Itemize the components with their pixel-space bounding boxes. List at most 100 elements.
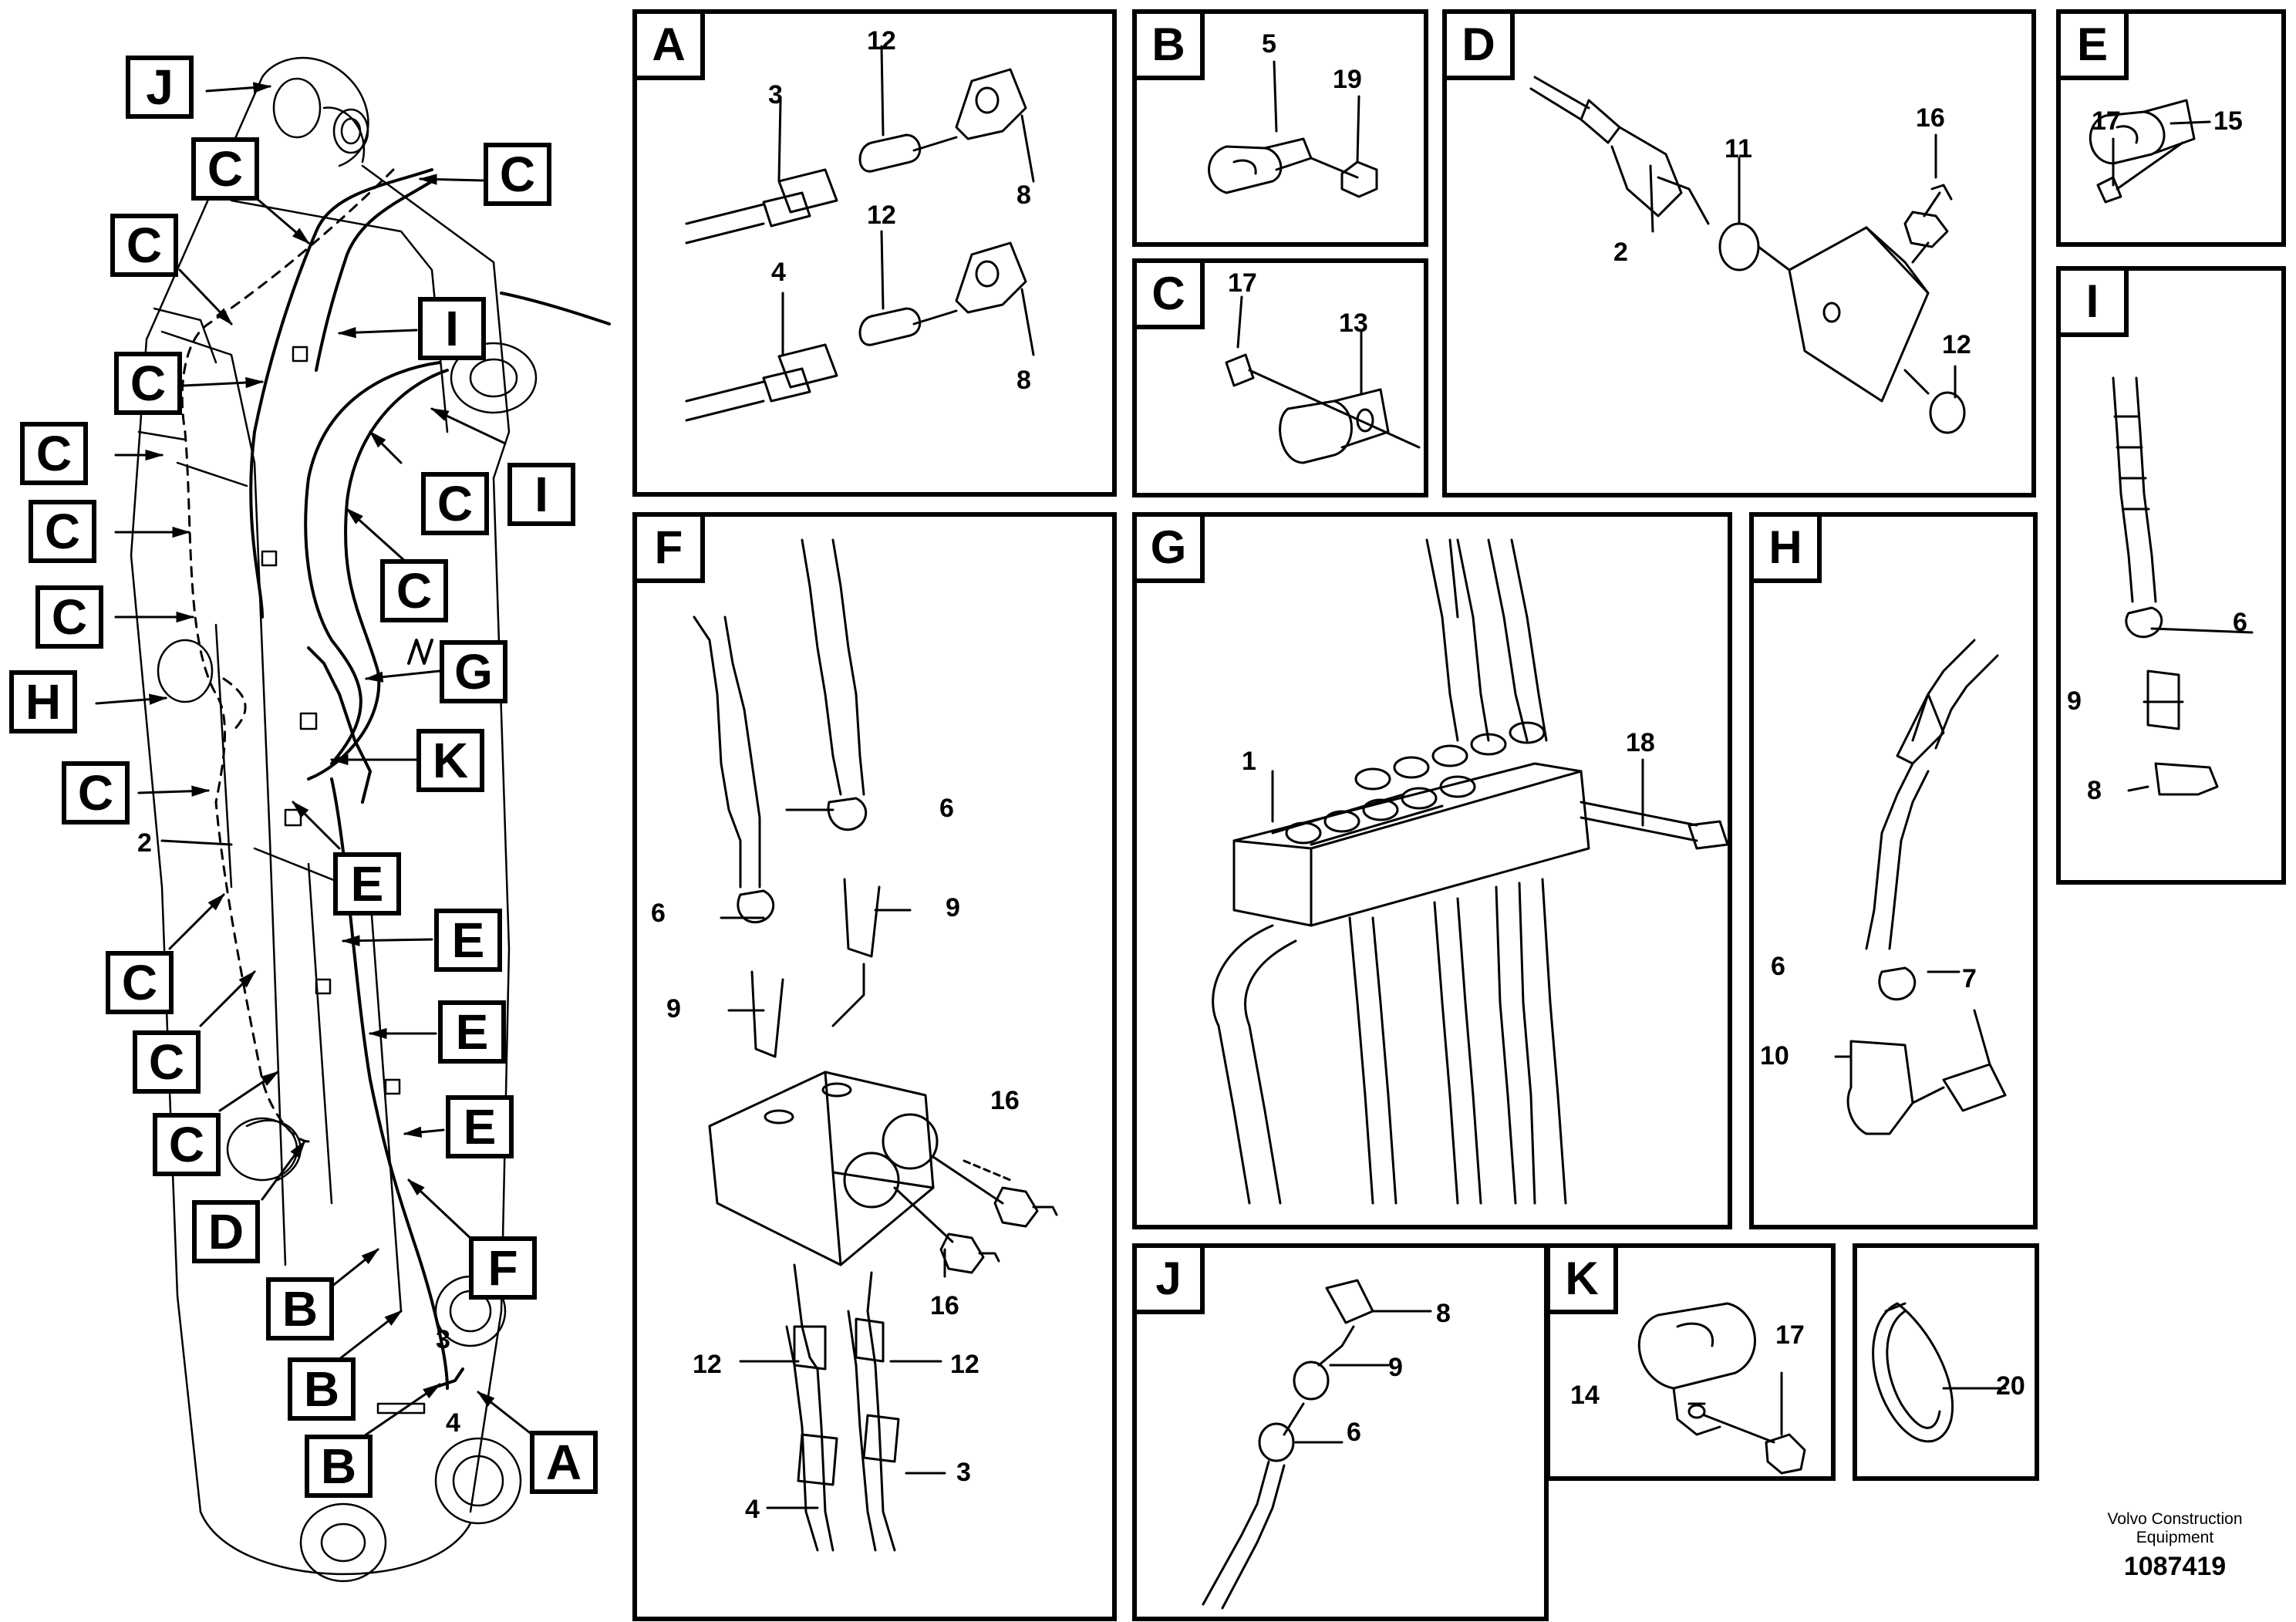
panel-e-part-17: 17 <box>2092 106 2121 136</box>
callout-g: G <box>440 640 507 703</box>
panel-c-part-13: 13 <box>1339 309 1368 338</box>
panel-c-part-17: 17 <box>1228 268 1257 298</box>
panel-c-parts <box>1225 295 1421 464</box>
detail-panel-g: G <box>1132 512 1732 1229</box>
panel-i-part-6: 6 <box>2233 608 2247 637</box>
excavator-arm-drawing <box>130 56 538 1583</box>
brand-line-1: Volvo Construction <box>2107 1510 2243 1528</box>
panel-h-label: H <box>1754 517 1822 583</box>
detail-panel-d: D <box>1442 9 2036 497</box>
callout-b-3: B <box>305 1435 373 1498</box>
panel-b-part-5: 5 <box>1262 29 1276 59</box>
callout-c-10: C <box>62 761 130 824</box>
panel-k-part-17: 17 <box>1775 1320 1805 1350</box>
callout-c-1: C <box>191 137 259 201</box>
overview-number-3: 3 <box>436 1325 450 1354</box>
callout-h: H <box>9 670 77 733</box>
dashed-hose-lines <box>180 168 395 1143</box>
panel-i-part-8: 8 <box>2087 776 2102 805</box>
detail-panel-cable-tie <box>1853 1243 2039 1481</box>
panel-h-part-10: 10 <box>1760 1041 1789 1071</box>
panel-g-parts <box>1212 538 1729 1205</box>
brand-block: Volvo Construction Equipment 1087419 <box>2082 1510 2267 1582</box>
callout-c-3: C <box>110 214 178 277</box>
callout-c-7: C <box>35 585 103 649</box>
panel-h-part-7: 7 <box>1962 964 1977 993</box>
callout-e-2: E <box>434 909 502 972</box>
callout-e-4: E <box>446 1095 514 1158</box>
panel-k-part-14: 14 <box>1570 1381 1600 1410</box>
panel-j-part-9: 9 <box>1388 1353 1403 1382</box>
callout-c-8: C <box>421 472 489 535</box>
detail-panel-k: K <box>1546 1243 1836 1481</box>
panel-c-label: C <box>1137 263 1205 329</box>
callout-f: F <box>469 1236 537 1300</box>
callout-c-9: C <box>380 559 448 622</box>
panel-j-label: J <box>1137 1248 1205 1314</box>
panel-b-part-19: 19 <box>1333 65 1362 94</box>
panel-a-part-3: 3 <box>768 80 783 110</box>
brand-line-2: Equipment <box>2136 1529 2214 1546</box>
panel-i-parts <box>2112 376 2254 796</box>
callout-c-5: C <box>20 422 88 485</box>
panel-d-part-16: 16 <box>1916 103 1945 133</box>
panel-a-part-4: 4 <box>771 258 786 287</box>
panel-f-part-16-bottom: 16 <box>930 1291 959 1320</box>
callout-c-12: C <box>133 1030 201 1094</box>
panel-i-label: I <box>2061 271 2129 337</box>
callout-a: A <box>530 1431 598 1494</box>
detail-panel-h: H <box>1749 512 2038 1229</box>
detail-panel-a: A <box>632 9 1117 497</box>
panel-f-part-3: 3 <box>956 1458 971 1487</box>
panel-i-part-9: 9 <box>2067 686 2082 716</box>
detail-panel-b: B <box>1132 9 1428 247</box>
callout-b-2: B <box>288 1357 356 1421</box>
panel-a-parts <box>685 45 1035 422</box>
callout-i-1: I <box>418 297 486 360</box>
detail-panel-e: E <box>2056 9 2286 247</box>
callout-d: D <box>192 1200 260 1263</box>
panel-h-parts <box>1834 639 2007 1135</box>
callout-c-6: C <box>29 500 96 563</box>
callout-e-3: E <box>438 1000 506 1064</box>
detail-panel-c: C <box>1132 258 1428 497</box>
callout-e-1: E <box>333 852 401 916</box>
panel-h-part-6: 6 <box>1771 952 1785 981</box>
panel-a-label: A <box>637 14 705 80</box>
callout-c-11: C <box>106 951 174 1014</box>
panel-k-label: K <box>1550 1248 1618 1314</box>
detail-panel-f: F <box>632 512 1117 1621</box>
panel-f-part-9-right: 9 <box>946 893 960 922</box>
overview-number-2: 2 <box>137 828 152 858</box>
panel-d-parts <box>1529 76 1966 434</box>
callout-i-2: I <box>507 463 575 526</box>
panel-j-parts <box>1202 1279 1432 1610</box>
panel-j-part-8: 8 <box>1436 1299 1451 1328</box>
callout-k: K <box>416 729 484 792</box>
detail-panel-i: I <box>2056 266 2286 885</box>
drawing-number: 1087419 <box>2123 1552 2227 1581</box>
panel-d-part-2: 2 <box>1613 238 1628 267</box>
panel-g-label: G <box>1137 517 1205 583</box>
panel-e-label: E <box>2061 14 2129 80</box>
callout-b-1: B <box>266 1277 334 1340</box>
detail-panel-j: J <box>1132 1243 1549 1621</box>
panel-f-part-16-top: 16 <box>990 1086 1020 1115</box>
panel-k-parts <box>1637 1302 1806 1475</box>
panel-f-label: F <box>637 517 705 583</box>
overview-number-4: 4 <box>446 1408 460 1438</box>
panel-j-part-6: 6 <box>1347 1418 1361 1447</box>
panel-a-part-12-bottom: 12 <box>867 201 896 230</box>
panel-d-part-12: 12 <box>1942 330 1971 359</box>
panel-d-label: D <box>1447 14 1515 80</box>
panel-e-parts <box>2089 99 2211 204</box>
panel-f-part-9-left: 9 <box>666 994 681 1023</box>
callout-c-4: C <box>114 352 182 415</box>
panel-cable-tie-part-20: 20 <box>1996 1371 2025 1401</box>
callout-c-13: C <box>153 1113 221 1176</box>
callout-c-2: C <box>484 143 551 206</box>
panel-f-parts <box>693 538 1058 1552</box>
panel-a-part-8-bottom: 8 <box>1017 366 1031 395</box>
panel-e-part-15: 15 <box>2213 106 2243 136</box>
panel-f-part-4: 4 <box>745 1495 760 1524</box>
